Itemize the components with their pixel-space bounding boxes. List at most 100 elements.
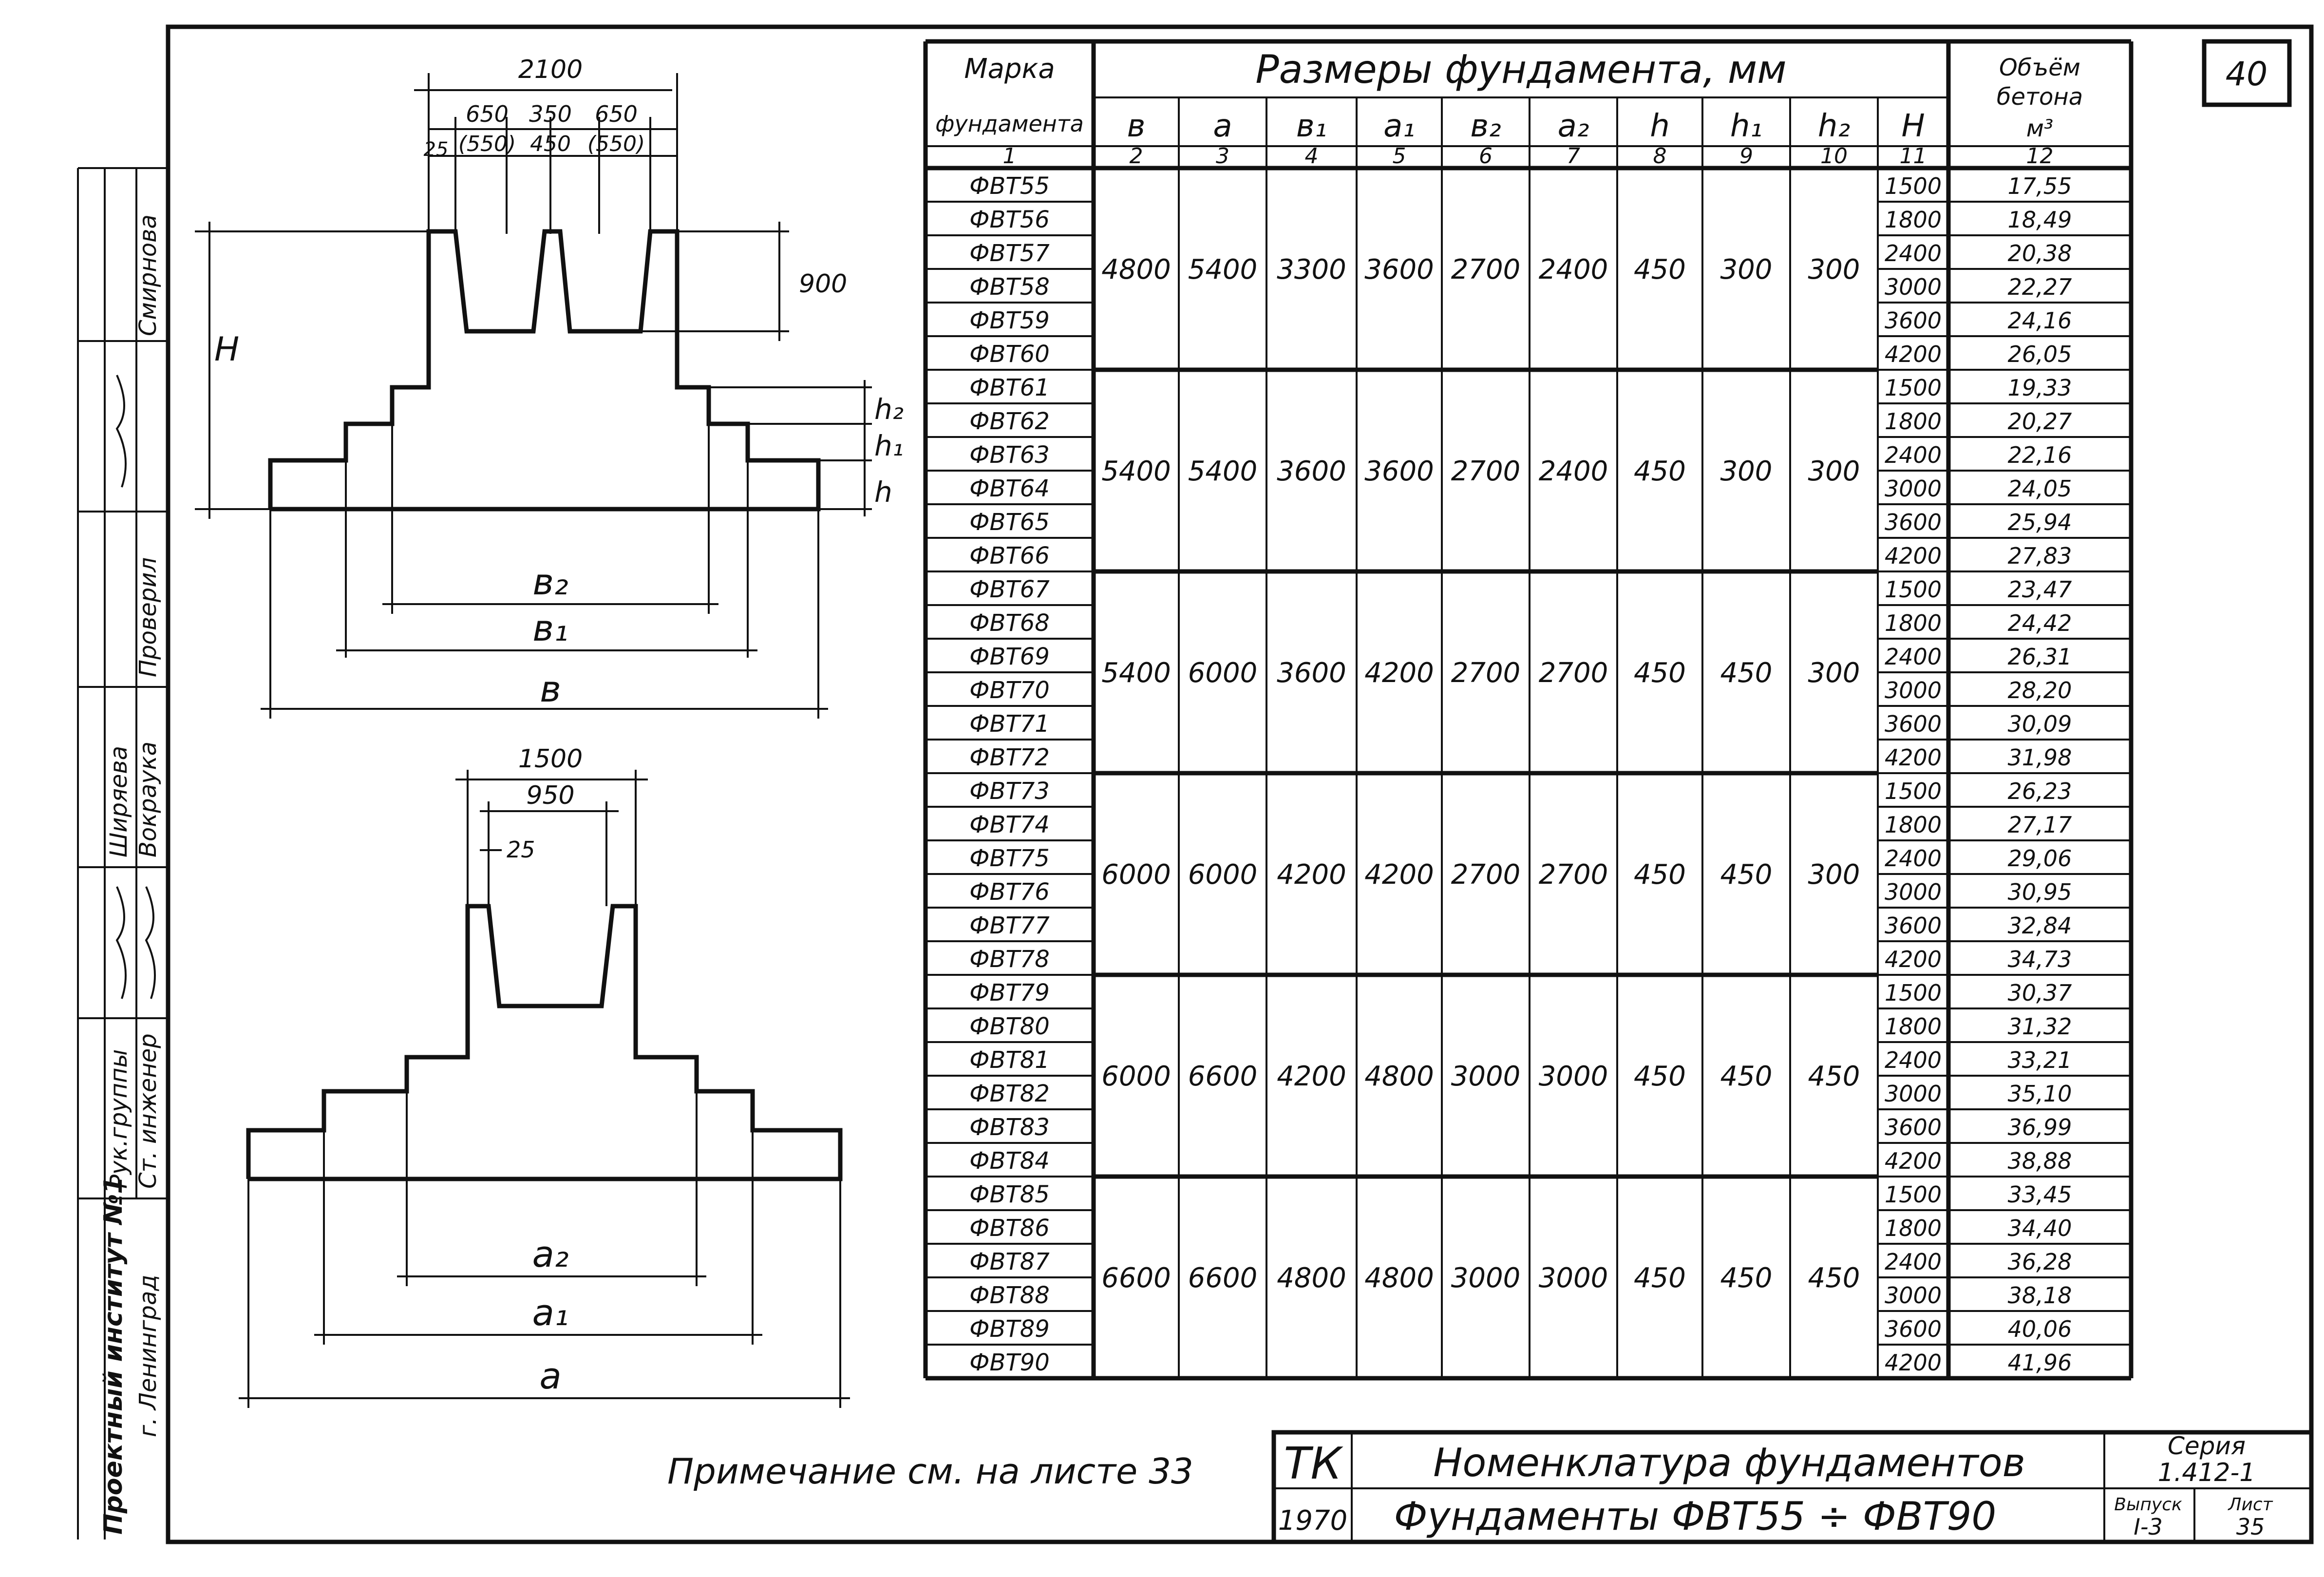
row-H: 4200	[1885, 1349, 1942, 1376]
row-volume: 26,05	[2008, 341, 2072, 367]
header-num-6: 6	[1479, 144, 1493, 169]
header-num-11: 11	[1900, 144, 1927, 169]
row-mark: ФВТ84	[969, 1147, 1050, 1175]
row-H: 1500	[1885, 173, 1942, 199]
header-num-2: 2	[1130, 144, 1143, 169]
row-volume: 24,16	[2008, 307, 2072, 334]
group-1-a: 5400	[1188, 254, 1258, 285]
row-mark: ФВТ77	[969, 912, 1050, 939]
dim-top-H: H	[214, 330, 239, 369]
stamp-city: г. Ленинград	[134, 1274, 162, 1437]
row-volume: 30,37	[2008, 980, 2072, 1006]
dim-top-h2: h₂	[874, 393, 904, 426]
dim-bottom-25: 25	[507, 836, 535, 863]
group-4-h2: 300	[1808, 859, 1860, 891]
row-H: 3000	[1885, 677, 1942, 703]
group-6-h2: 450	[1808, 1262, 1860, 1294]
row-H: 4200	[1885, 1148, 1942, 1174]
row-H: 1500	[1885, 778, 1942, 804]
group-3-h2: 300	[1808, 657, 1860, 689]
sheet-number-box	[2202, 39, 2292, 107]
dim-top-2100: 2100	[518, 55, 583, 84]
group-1-a1: 3600	[1364, 254, 1434, 285]
group-2-a1: 3600	[1364, 456, 1434, 487]
row-H: 3600	[1885, 1114, 1942, 1140]
row-volume: 36,28	[2008, 1249, 2072, 1275]
row-mark: ФВТ61	[969, 374, 1050, 401]
group-3-b1: 3600	[1277, 657, 1346, 689]
note-text: Примечание см. на листе 33	[667, 1451, 1193, 1492]
header-mark-1: Марка	[964, 53, 1055, 85]
row-H: 4200	[1885, 543, 1942, 569]
group-6-a1: 4800	[1364, 1262, 1434, 1294]
row-H: 3000	[1885, 1282, 1942, 1309]
row-mark: ФВТ66	[969, 542, 1050, 570]
group-3-a: 6000	[1188, 657, 1258, 689]
row-H: 1800	[1885, 1013, 1942, 1040]
drawing-top: 2100 650 350 650 (550) 450 (550) 25 900 …	[195, 55, 904, 719]
row-H: 1800	[1885, 207, 1942, 233]
row-volume: 24,05	[2008, 475, 2072, 502]
row-volume: 32,84	[2008, 912, 2072, 939]
header-volume-1: Объём	[1999, 54, 2080, 81]
title-block: ТК 1970 Номенклатура фундаментов Фундаме…	[1271, 1430, 2314, 1544]
row-H: 3600	[1885, 307, 1942, 334]
tb-year: 1970	[1278, 1505, 1348, 1537]
group-4-b2: 2700	[1451, 859, 1521, 891]
group-4-h1: 450	[1720, 859, 1773, 891]
header-num-4: 4	[1305, 144, 1319, 169]
signature-1	[115, 375, 127, 488]
row-mark: ФВТ79	[969, 979, 1050, 1007]
dim-bottom-a1: а₁	[532, 1292, 568, 1334]
row-H: 3600	[1885, 509, 1942, 535]
row-volume: 29,06	[2008, 845, 2072, 872]
dim-top-b1: в₁	[532, 608, 568, 649]
row-H: 3600	[1885, 711, 1942, 737]
row-mark: ФВТ72	[969, 744, 1050, 771]
row-mark: ФВТ89	[969, 1315, 1050, 1343]
group-6-a: 6600	[1188, 1262, 1258, 1294]
group-3-a2: 2700	[1539, 657, 1608, 689]
row-volume: 35,10	[2008, 1081, 2072, 1107]
row-H: 4200	[1885, 744, 1942, 771]
row-H: 3000	[1885, 879, 1942, 905]
row-volume: 26,31	[2008, 644, 2072, 670]
group-5-b1: 4200	[1277, 1061, 1346, 1092]
header-col-2: а	[1213, 108, 1232, 144]
row-mark: ФВТ80	[969, 1013, 1050, 1040]
group-3-h1: 450	[1720, 657, 1773, 689]
dim-top-350: 350	[529, 101, 572, 127]
group-6-a2: 3000	[1539, 1262, 1608, 1294]
header-col-6: а₂	[1558, 108, 1589, 144]
row-mark: ФВТ62	[969, 408, 1050, 435]
dim-bottom-950: 950	[526, 781, 574, 810]
dim-top-550a: (550)	[458, 132, 516, 156]
row-mark: ФВТ87	[969, 1248, 1050, 1275]
group-6-b: 6600	[1101, 1262, 1171, 1294]
row-mark: ФВТ65	[969, 509, 1050, 536]
header-col-5: в₂	[1470, 108, 1501, 144]
row-mark: ФВТ68	[969, 609, 1050, 637]
row-volume: 40,06	[2008, 1316, 2072, 1342]
row-volume: 33,21	[2008, 1047, 2072, 1073]
group-1-h1: 300	[1720, 254, 1773, 285]
stamp-name-1: Смирнова	[134, 214, 162, 336]
group-2-h1: 300	[1720, 456, 1773, 487]
header-num-12: 12	[2026, 144, 2054, 169]
row-mark: ФВТ59	[969, 307, 1050, 334]
group-6-b2: 3000	[1451, 1262, 1521, 1294]
stamp-role-1: Ст. инженер	[134, 1033, 162, 1189]
dim-top-b: в	[540, 668, 561, 710]
row-H: 3600	[1885, 1316, 1942, 1342]
header-col-1: в	[1127, 108, 1146, 144]
row-H: 1500	[1885, 375, 1942, 401]
group-2-b1: 3600	[1277, 456, 1346, 487]
row-H: 2400	[1885, 442, 1942, 468]
stamp-institute: Проектный институт №1	[99, 1177, 128, 1535]
row-mark: ФВТ73	[969, 778, 1050, 805]
row-H: 1500	[1885, 576, 1942, 603]
row-volume: 28,20	[2008, 677, 2072, 703]
group-2-h: 450	[1634, 456, 1686, 487]
group-1-b2: 2700	[1451, 254, 1521, 285]
